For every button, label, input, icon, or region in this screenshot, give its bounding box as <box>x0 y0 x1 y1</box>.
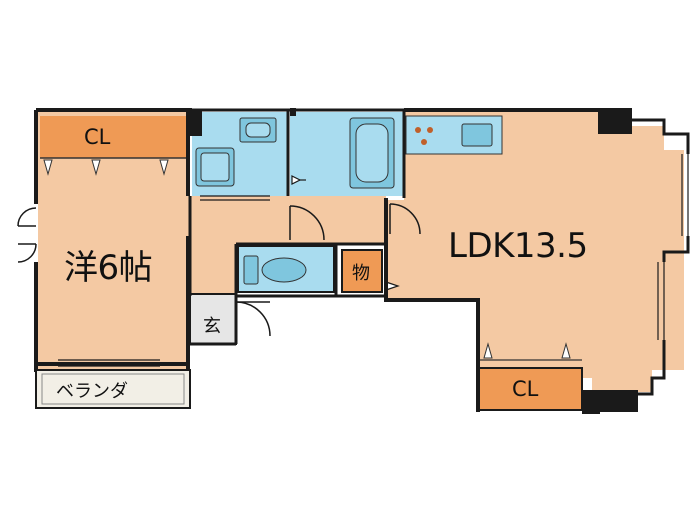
ldk-right-wall <box>632 118 690 396</box>
entrance-door <box>235 301 271 337</box>
balcony-window <box>58 359 160 367</box>
ldk-door <box>389 203 421 235</box>
balcony-label: ベランダ <box>56 381 128 402</box>
western-room-label: 洋6帖 <box>64 248 153 288</box>
ldk-closet <box>477 367 583 411</box>
ldk-area <box>388 112 684 392</box>
western-closet-label: CL <box>84 125 111 149</box>
balcony-area <box>35 369 191 409</box>
hallway-area <box>190 196 386 244</box>
wall-columns <box>188 108 638 412</box>
hallway-lower <box>190 244 236 294</box>
entrance-label: 玄 <box>203 316 221 337</box>
stove-icon <box>415 127 433 145</box>
bath-door <box>291 175 306 185</box>
closet-doors-ldk <box>483 342 571 359</box>
storage-area <box>341 249 383 293</box>
toilet-door <box>289 205 325 241</box>
ldk-label: LDK13.5 <box>448 226 588 266</box>
western-window <box>17 207 37 263</box>
closet-doors-western <box>43 159 169 176</box>
kitchen-sink-icon <box>461 123 493 147</box>
kitchen-counter <box>405 115 503 155</box>
toilet-bowl-icon <box>261 257 307 283</box>
ldk-windows <box>657 154 689 340</box>
interior-walls <box>188 108 406 346</box>
toilet-tank-icon <box>243 255 259 285</box>
ldk-closet-label: CL <box>512 377 539 401</box>
western-closet <box>40 116 186 158</box>
storage-label: 物 <box>352 263 370 284</box>
